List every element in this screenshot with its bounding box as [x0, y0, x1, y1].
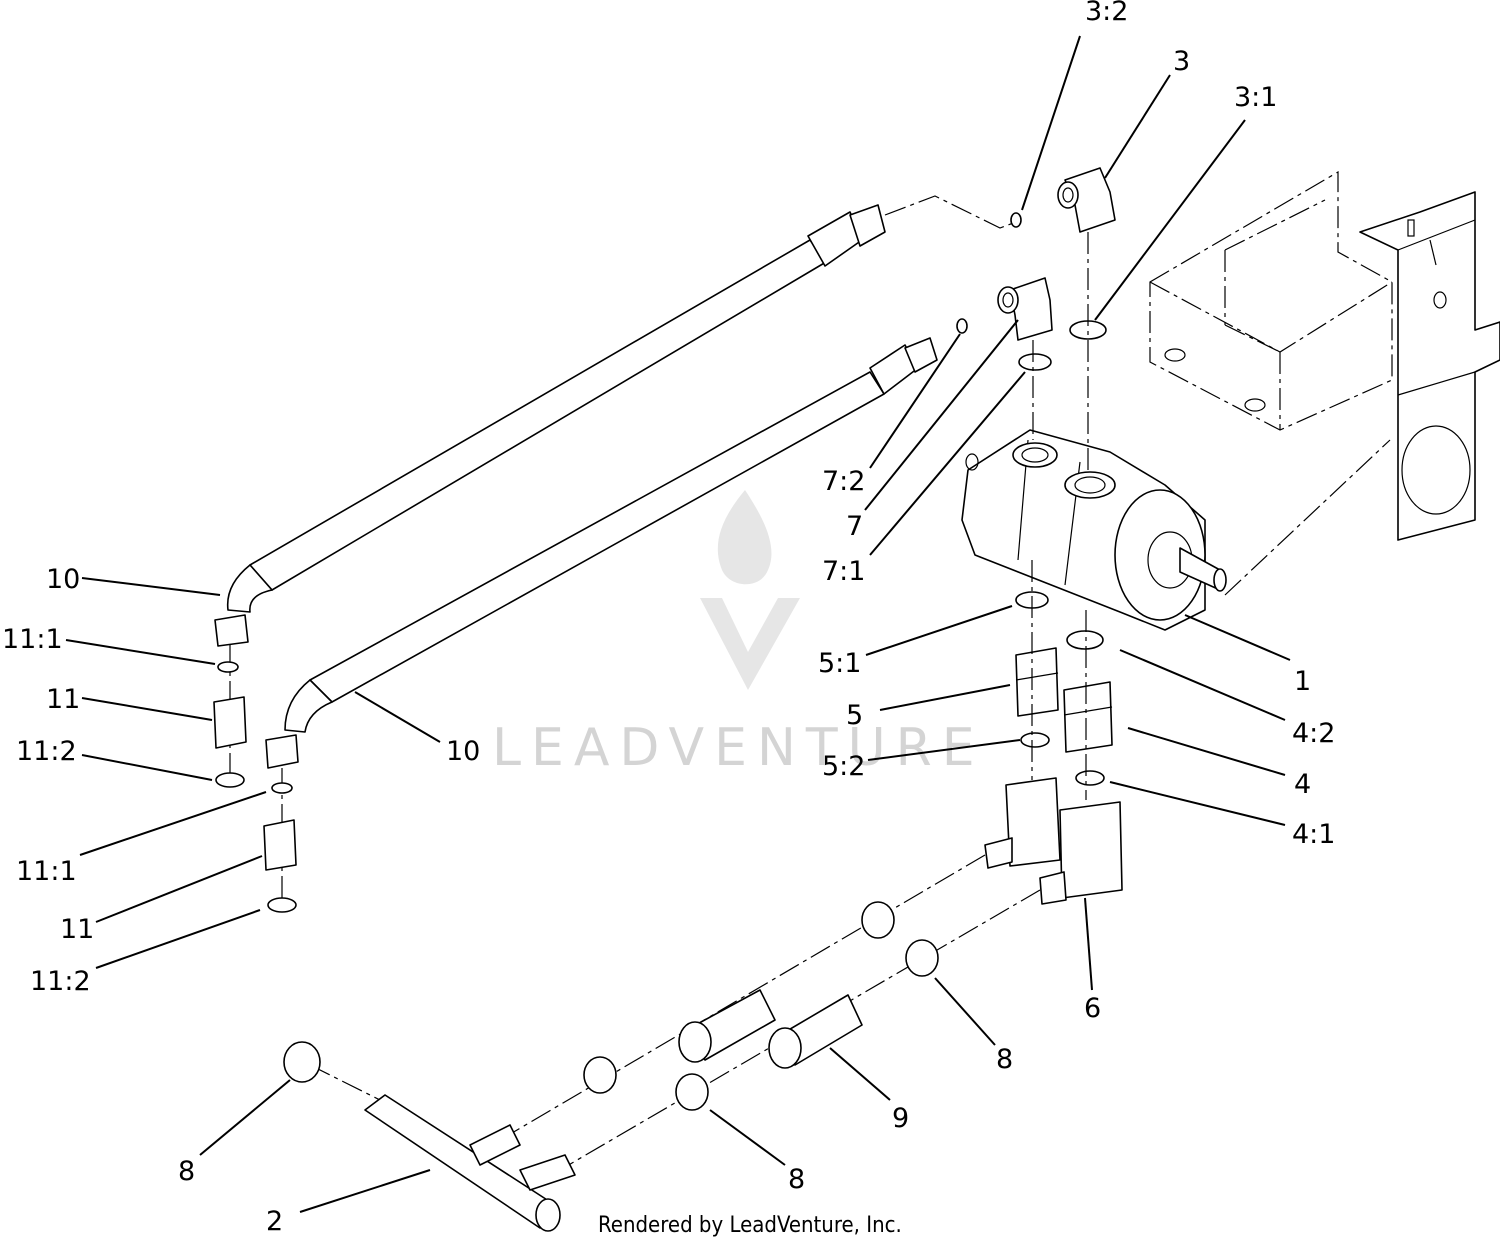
leader-lines: [65, 35, 1291, 1213]
callout-8-left: 8: [178, 1156, 195, 1187]
callout-11-2-bot: 11:2: [30, 966, 91, 997]
callout-5-1: 5:1: [818, 648, 861, 679]
callout-3: 3: [1173, 46, 1190, 77]
callout-10-top: 10: [46, 564, 80, 595]
callout-4-1: 4:1: [1292, 819, 1335, 850]
mounting-bracket: [1149, 170, 1500, 541]
callout-7-2: 7:2: [822, 466, 865, 497]
hose-upper: [214, 195, 1017, 647]
elbow-fitting-7: [956, 277, 1053, 341]
callout-11-2-top: 11:2: [16, 736, 77, 767]
o-rings: [1015, 320, 1107, 786]
watermark-text: LEADVENTURE: [492, 718, 985, 778]
callout-1: 1: [1294, 666, 1311, 697]
callout-8-mid: 8: [788, 1164, 805, 1195]
callout-11-1-top: 11:1: [2, 624, 63, 655]
callout-11-bot: 11: [60, 914, 94, 945]
hose-lower: [265, 337, 938, 769]
callout-6: 6: [1084, 993, 1101, 1024]
watermark: LEADVENTURE: [492, 490, 985, 778]
assembly-axes: [229, 232, 1089, 1171]
callout-11-top: 11: [46, 684, 80, 715]
hose-clamps: [283, 901, 939, 1111]
callout-10-mid: 10: [446, 736, 480, 767]
callout-8-right: 8: [996, 1044, 1013, 1075]
tee-fitting-6: [984, 777, 1123, 905]
callout-11-1-bot: 11:1: [16, 856, 77, 887]
callout-labels: 3:2 3 3:1 7:2 7 7:1 10 11:1 11 11:2 10 1…: [2, 0, 1335, 1237]
leadventure-flame-logo-icon: [700, 490, 800, 690]
callout-7-1: 7:1: [822, 556, 865, 587]
callout-7: 7: [846, 511, 863, 542]
straight-fitting-4: [1063, 681, 1113, 753]
hose-sections-9: [678, 989, 863, 1069]
fittings-11: [213, 661, 297, 913]
callout-5-2: 5:2: [822, 751, 865, 782]
callout-5: 5: [846, 700, 863, 731]
tee-tube-2: [364, 1094, 576, 1232]
render-credit: Rendered by LeadVenture, Inc.: [598, 1213, 902, 1238]
callout-3-1: 3:1: [1234, 82, 1277, 113]
callout-9: 9: [892, 1103, 909, 1134]
elbow-fitting-3: [1010, 167, 1116, 233]
callout-4-2: 4:2: [1292, 718, 1335, 749]
hydraulic-pump: [961, 429, 1391, 631]
callout-4: 4: [1294, 769, 1311, 800]
callout-2: 2: [266, 1206, 283, 1237]
straight-fitting-5: [1015, 647, 1059, 717]
callout-3-2: 3:2: [1085, 0, 1128, 27]
